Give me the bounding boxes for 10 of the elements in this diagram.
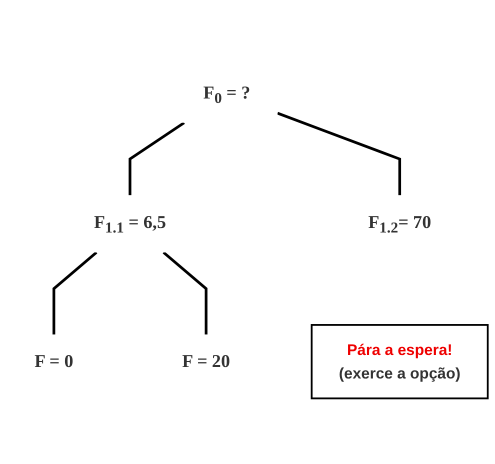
node-text: F$_{1.2}$= 70 — [368, 212, 432, 236]
node-box: Pára a espera! (exerce a opção) — [310, 324, 489, 400]
connector — [277, 112, 402, 196]
connector — [128, 122, 185, 196]
node-text: F = 20 — [182, 352, 230, 372]
node-text: F = 0 — [34, 352, 74, 372]
connector — [162, 251, 208, 334]
node-text: F$_{1.1}$ = 6,5 — [94, 212, 166, 236]
connector — [52, 251, 98, 334]
node-text: F$_{0}$ = ? — [203, 82, 250, 106]
